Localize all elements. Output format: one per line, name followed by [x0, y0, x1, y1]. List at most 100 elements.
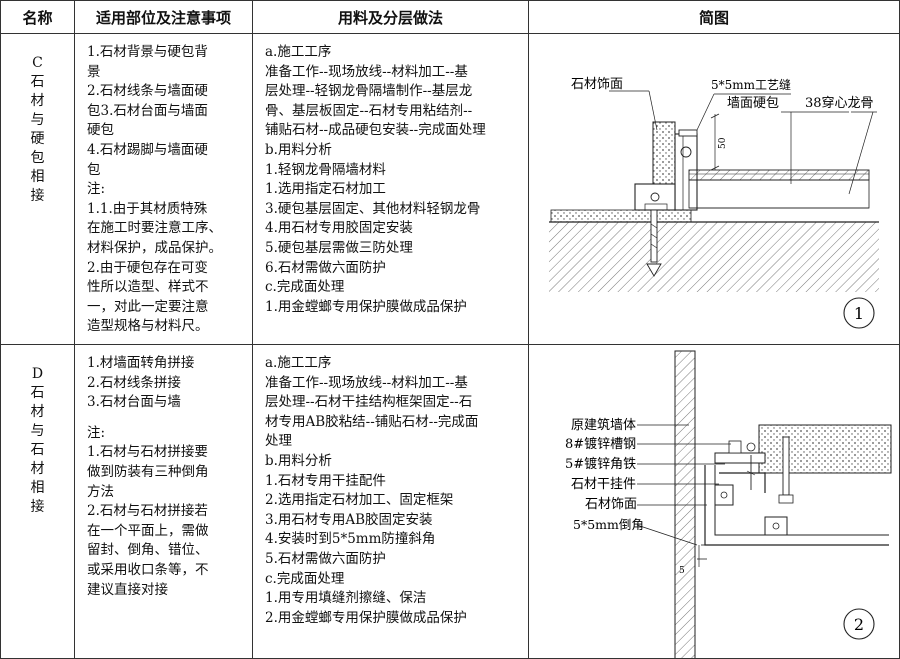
label-channel: 8#镀锌槽钢	[565, 436, 636, 452]
detail-number-badge	[843, 297, 875, 329]
header-row: 名称 适用部位及注意事项 用料及分层做法 简图	[0, 0, 900, 34]
text-line: a.施工工序	[265, 355, 332, 371]
text-line: 3.用石材专用AB胶固定安装	[265, 511, 433, 528]
text-line: 或采用收口条等，不	[87, 561, 209, 578]
label-chamfer: 5*5mm倒角	[573, 517, 644, 532]
text-line: 材专用AB胶粘结--铺贴石材--完成面	[265, 413, 479, 430]
text-line: 做到防装有三种倒角	[87, 463, 209, 480]
text-line: 注:	[87, 181, 106, 198]
materials-lines: a.施工工序准备工作--现场放线--材料加工--基层处理--石材干挂结构框架固定…	[253, 345, 528, 628]
diagram-cell: 50 石材饰面 5*5mm工艺缝 墙面硬包 38穿心龙骨	[528, 33, 900, 345]
text-line: 在一个平面上，需做	[87, 522, 209, 539]
row-name-cell: C石材与硬包相接	[0, 33, 75, 345]
text-line: 准备工作--现场放线--材料加工--基	[265, 63, 468, 80]
application-cell: 1.石材背景与硬包背景 2.石材线条与墙面硬包3.石材台面与墙面硬包 4.石材踢脚与…	[74, 33, 253, 345]
materials-lines: a.施工工序准备工作--现场放线--材料加工--基层处理--轻钢龙骨隔墙制作--…	[253, 34, 528, 317]
text-line: c.完成面处理	[265, 279, 345, 296]
text-line: 2.用金螳螂专用保护膜做成品保护	[265, 609, 467, 626]
text-line: 准备工作--现场放线--材料加工--基	[265, 374, 468, 391]
header-diagram: 简图	[528, 0, 900, 34]
text-line: 1.轻钢龙骨隔墙材料	[265, 161, 386, 178]
detail-drawing-1: 50 石材饰面 5*5mm工艺缝 墙面硬包 38穿心龙骨	[549, 77, 879, 329]
label-keel: 38穿心龙骨	[805, 95, 874, 111]
text-line: 方法	[87, 483, 114, 500]
text-line: 3.石材台面与墙	[87, 394, 181, 411]
header-name: 名称	[0, 0, 75, 34]
text-line: 骨、基层板固定--石材专用粘结剂--	[265, 102, 473, 119]
text-line: 景	[87, 63, 101, 80]
text-line: 5.石材需做六面防护	[265, 550, 386, 567]
channel-steel	[714, 452, 766, 464]
header-application: 适用部位及注意事项	[74, 0, 253, 34]
text-line: 1.用金螳螂专用保护膜做成品保护	[265, 298, 467, 315]
angle-steel	[719, 472, 766, 493]
text-line: 一，对此一定要注意	[87, 298, 209, 315]
text-line: 4.安装时到5*5mm防撞斜角	[265, 531, 436, 548]
detail-number: 2	[854, 615, 864, 634]
row-name-cell: D石材与石材相接	[0, 344, 75, 659]
text-line: 2.石材线条与墙面硬	[87, 83, 208, 100]
dimension-label: 5	[679, 566, 685, 576]
hanger-bolt	[782, 436, 790, 496]
text-line: 2.石材与石材拼接若	[87, 503, 208, 520]
row-name: D石材与石材相接	[30, 366, 45, 515]
text-line: b.用料分析	[265, 452, 332, 469]
label-hanger: 石材干挂件	[571, 477, 636, 492]
text-line: c.完成面处理	[265, 570, 345, 587]
label-angle: 5#镀锌角铁	[565, 456, 636, 472]
diagram-cell: 5 原建筑墙体 8#镀锌槽钢 5#镀锌角铁 石材干挂件 石材饰面 5*5mm倒角	[528, 344, 900, 659]
label-hardpack: 墙面硬包	[727, 96, 779, 111]
text-line: 1.石材专用干挂配件	[265, 472, 386, 489]
text-line: 注:	[87, 424, 106, 441]
text-line: 包3.石材台面与墙面	[87, 102, 208, 119]
text-line: 性所以造型、样式不	[87, 279, 209, 296]
text-line: 材料保护，成品保护。	[87, 239, 222, 256]
header-materials: 用料及分层做法	[252, 0, 529, 34]
text-line: 建议直接对接	[87, 581, 168, 598]
text-line	[87, 413, 248, 424]
text-line: 处理	[265, 433, 292, 450]
text-line: 1.1.由于其材质特殊	[87, 200, 208, 217]
detail-drawing-2: 5 原建筑墙体 8#镀锌槽钢 5#镀锌角铁 石材干挂件 石材饰面 5*5mm倒角	[565, 350, 892, 658]
text-line: 1.石材与石材拼接要	[87, 444, 208, 461]
materials-cell: a.施工工序准备工作--现场放线--材料加工--基层处理--轻钢龙骨隔墙制作--…	[252, 33, 529, 345]
label-wall: 原建筑墙体	[571, 417, 636, 433]
text-line: 6.石材需做六面防护	[265, 259, 386, 276]
text-line: 层处理--轻钢龙骨隔墙制作--基层龙	[265, 83, 473, 100]
wall-vertical	[674, 350, 696, 658]
text-line: 在施工时要注意工序、	[87, 220, 222, 237]
text-line: 5.硬包基层需做三防处理	[265, 239, 413, 256]
floor-slab	[549, 222, 879, 292]
text-line: 硬包	[87, 122, 114, 139]
wall-horizontal	[758, 424, 892, 474]
stone-cladding	[634, 183, 676, 211]
text-line: 造型规格与材料尺。	[87, 318, 209, 335]
detail-number: 1	[854, 304, 864, 323]
text-line: 1.用专用填缝剂擦缝、保洁	[265, 590, 427, 607]
materials-cell: a.施工工序准备工作--现场放线--材料加工--基层处理--石材干挂结构框架固定…	[252, 344, 529, 659]
screed-layer	[550, 209, 692, 223]
text-line: a.施工工序	[265, 44, 332, 60]
hardpack-panel	[688, 169, 870, 181]
dimension-label: 50	[718, 137, 728, 149]
text-line: 2.选用指定石材加工、固定框架	[265, 492, 454, 509]
text-line: 层处理--石材干挂结构框架固定--石	[265, 394, 473, 411]
table-row: C石材与硬包相接 1.石材背景与硬包背景 2.石材线条与墙面硬包3.石材台面与墙面…	[0, 33, 900, 345]
text-line: 包	[87, 161, 101, 178]
label-groove: 5*5mm工艺缝	[711, 77, 791, 92]
text-line: 1.石材背景与硬包背	[87, 44, 208, 60]
text-line: 1.选用指定石材加工	[265, 181, 386, 198]
text-line: 2.由于硬包存在可变	[87, 259, 208, 276]
text-line: 4.石材踢脚与墙面硬	[87, 141, 208, 158]
label-stone: 石材饰面	[571, 77, 623, 92]
detail-number-badge	[843, 608, 875, 640]
text-line: 留封、倒角、错位、	[87, 542, 209, 559]
label-stone: 石材饰面	[585, 497, 637, 512]
application-lines: 1.石材背景与硬包背景 2.石材线条与墙面硬包3.石材台面与墙面硬包 4.石材踢脚与…	[75, 34, 252, 337]
row-name: C石材与硬包相接	[30, 55, 45, 204]
text-line: 2.石材线条拼接	[87, 374, 181, 391]
